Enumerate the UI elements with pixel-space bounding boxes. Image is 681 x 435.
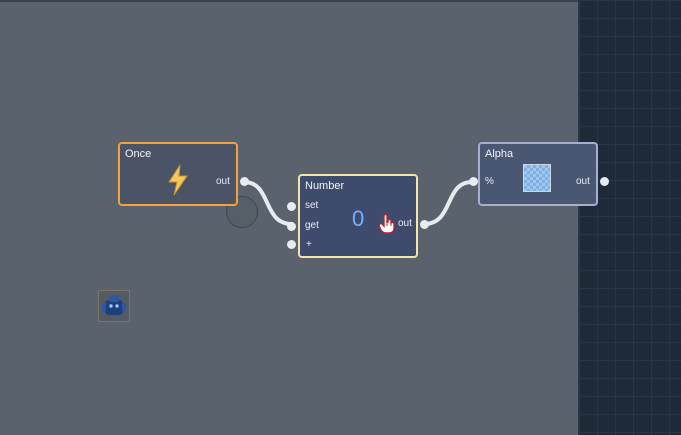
node-number[interactable]: Number set get + 0 out: [287, 174, 429, 258]
node-once[interactable]: Once out: [118, 142, 249, 206]
add-label: +: [306, 239, 312, 250]
percent-port[interactable]: [469, 177, 478, 186]
node-canvas[interactable]: [0, 2, 578, 435]
wire-number-to-alpha[interactable]: [422, 180, 474, 226]
hand-pointer-icon: [378, 213, 395, 234]
node-title: Alpha: [485, 148, 514, 160]
number-value[interactable]: 0: [352, 206, 365, 231]
set-label: set: [305, 200, 319, 211]
out-port[interactable]: [420, 220, 429, 229]
set-port[interactable]: [287, 202, 296, 211]
wire-once-to-number-get[interactable]: [242, 180, 294, 226]
get-port[interactable]: [287, 222, 296, 231]
out-label: out: [398, 218, 412, 229]
get-label: get: [305, 220, 319, 231]
grid-panel: [578, 0, 681, 435]
add-port[interactable]: [287, 240, 296, 249]
out-port[interactable]: [240, 177, 249, 186]
robot-tile[interactable]: [98, 290, 130, 322]
node-title: Once: [125, 148, 152, 160]
blue-robot-icon: [102, 295, 126, 315]
percent-label: %: [485, 176, 494, 187]
lightning-icon: [168, 164, 188, 196]
node-alpha[interactable]: Alpha % out: [469, 142, 609, 206]
transparency-checker-icon: [523, 164, 551, 192]
top-border: [0, 0, 681, 2]
node-title: Number: [305, 180, 345, 192]
out-port[interactable]: [600, 177, 609, 186]
out-label: out: [216, 176, 230, 187]
out-label: out: [576, 176, 590, 187]
